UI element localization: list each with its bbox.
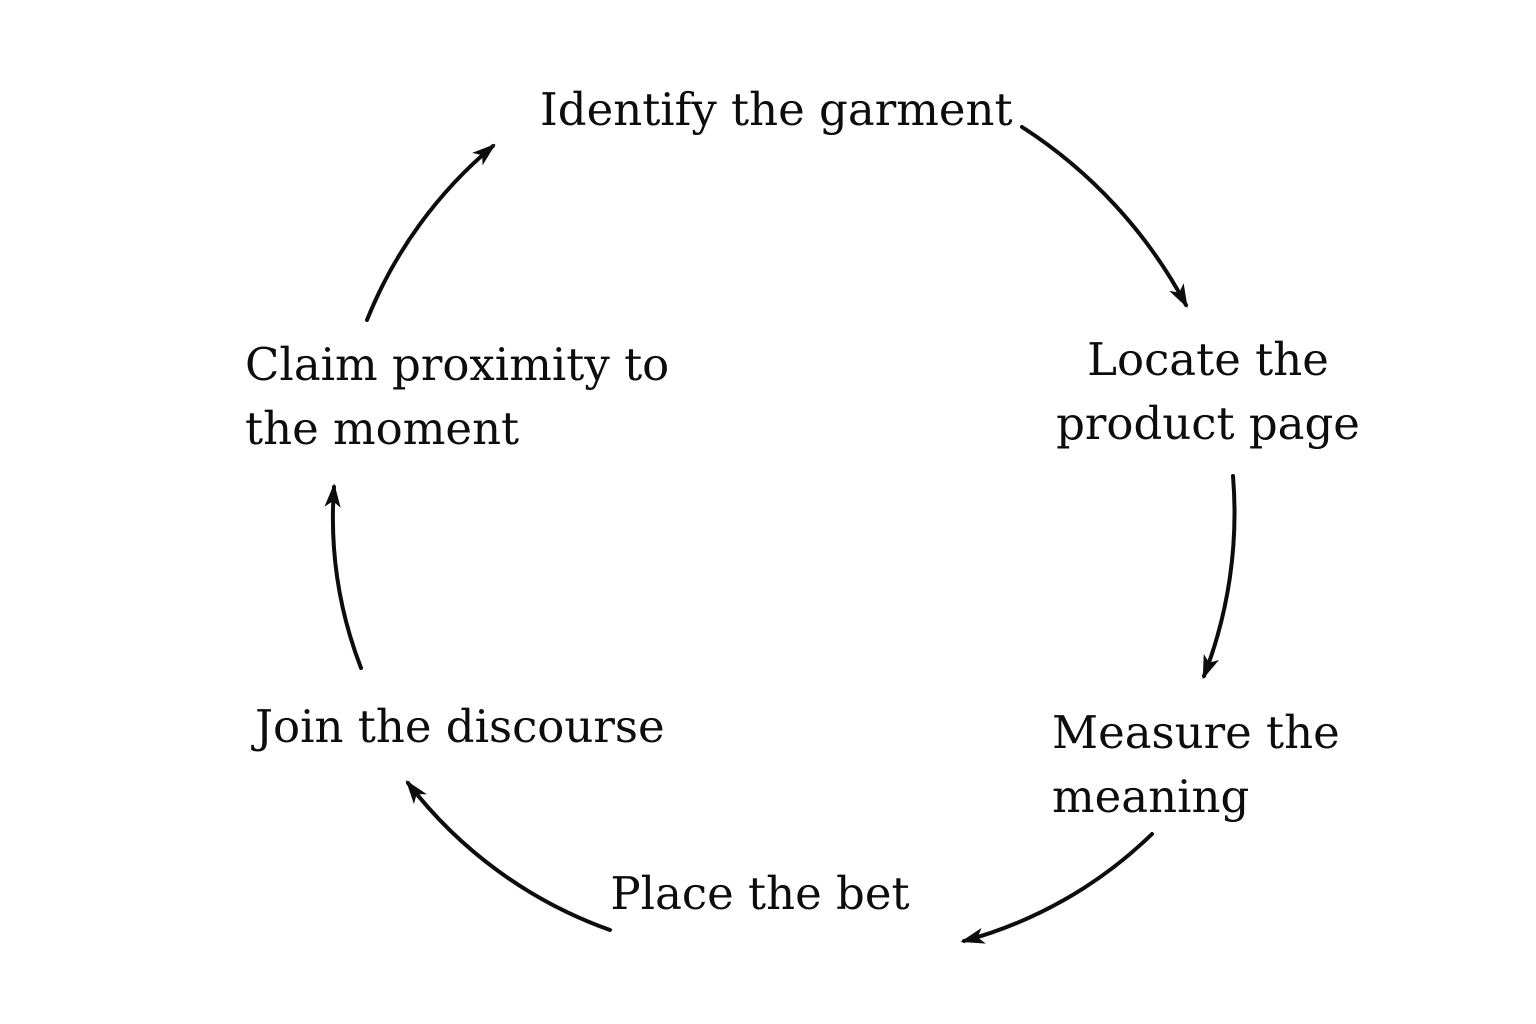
step-measure-the-meaning: Measure the meaning (1052, 701, 1340, 829)
step-label-line: Measure the (1052, 706, 1340, 759)
step-label-line: product page (1056, 397, 1360, 450)
arrow-identify-to-locate (1020, 125, 1188, 309)
step-label-line: Locate the (1087, 333, 1329, 386)
step-label-line: Identify the garment (540, 83, 1013, 136)
step-place-the-bet: Place the bet (540, 862, 980, 926)
step-label-line: Join the discourse (255, 700, 665, 753)
arrow-place-to-join (405, 780, 612, 932)
arrow-join-to-claim (324, 483, 363, 670)
step-label-line: Claim proximity to (245, 338, 670, 391)
step-locate-the-product-page: Locate the product page (1048, 328, 1368, 456)
step-claim-proximity-to-the-moment: Claim proximity to the moment (245, 333, 669, 461)
step-identify-the-garment: Identify the garment (540, 78, 1013, 142)
step-label-line: the moment (245, 402, 520, 455)
arrow-measure-to-place (960, 832, 1154, 944)
arrow-locate-to-measure (1202, 474, 1237, 680)
step-label-line: Place the bet (610, 867, 910, 920)
step-label-line: meaning (1052, 770, 1250, 823)
arrow-claim-to-identify (365, 143, 496, 322)
step-join-the-discourse: Join the discourse (255, 695, 665, 759)
